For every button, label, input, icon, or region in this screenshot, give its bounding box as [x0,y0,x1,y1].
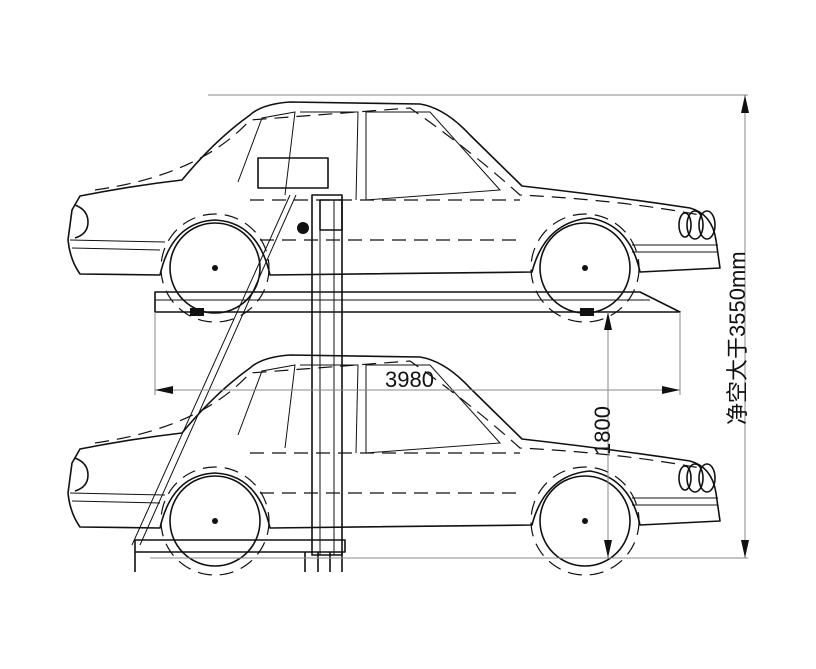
dimension-length [154,312,681,395]
total-clearance-label: 净空大于3550mm [725,251,750,425]
dimension-lower-clearance [604,312,612,558]
upper-platform [154,291,681,316]
platform-length-label: 3980 [385,367,434,392]
dimension-total [208,94,749,558]
lower-clearance-label: 1800 [590,406,615,455]
lift-post [131,157,346,572]
upper-car [67,101,721,323]
